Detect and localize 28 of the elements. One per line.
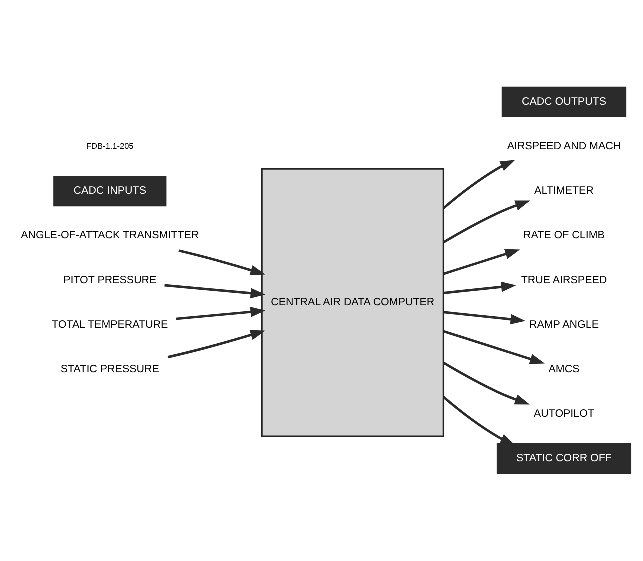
node-box: STATIC CORR OFF [496, 444, 632, 474]
node-text: PITOT PRESSURE [64, 274, 157, 286]
node-box: CADC OUTPUTS [502, 86, 627, 118]
arrow [176, 306, 266, 320]
node-text: AIRSPEED AND MACH [507, 140, 622, 153]
node-text: AMCS [548, 363, 580, 376]
node-text: RAMP ANGLE [529, 318, 599, 331]
arrow [442, 160, 516, 210]
node-text: STATIC PRESSURE [60, 363, 160, 376]
arrow [443, 330, 546, 364]
arrow [178, 250, 266, 276]
arrow [444, 311, 526, 325]
node-box: CADC INPUTS [54, 176, 167, 207]
node-text: AUTOPILOT [534, 408, 595, 420]
node-box: CENTRAL AIR DATA COMPUTER [261, 168, 445, 438]
arrow [443, 249, 520, 276]
node-text: TOTAL TEMPERATURE [52, 318, 168, 331]
arrow [442, 396, 516, 446]
node-text: TRUE AIRSPEED [521, 274, 608, 286]
node-text: RATE OF CLIMB [524, 230, 605, 242]
arrow [168, 330, 266, 359]
arrow [164, 284, 266, 299]
arrow [444, 282, 516, 294]
node-text: ANGLE-OF-ATTACK TRANSMITTER [21, 230, 200, 242]
arrow [443, 362, 530, 405]
arrow [443, 200, 530, 244]
label: FDB-1.1-205 [86, 142, 134, 151]
node-text: ALTIMETER [534, 185, 594, 198]
